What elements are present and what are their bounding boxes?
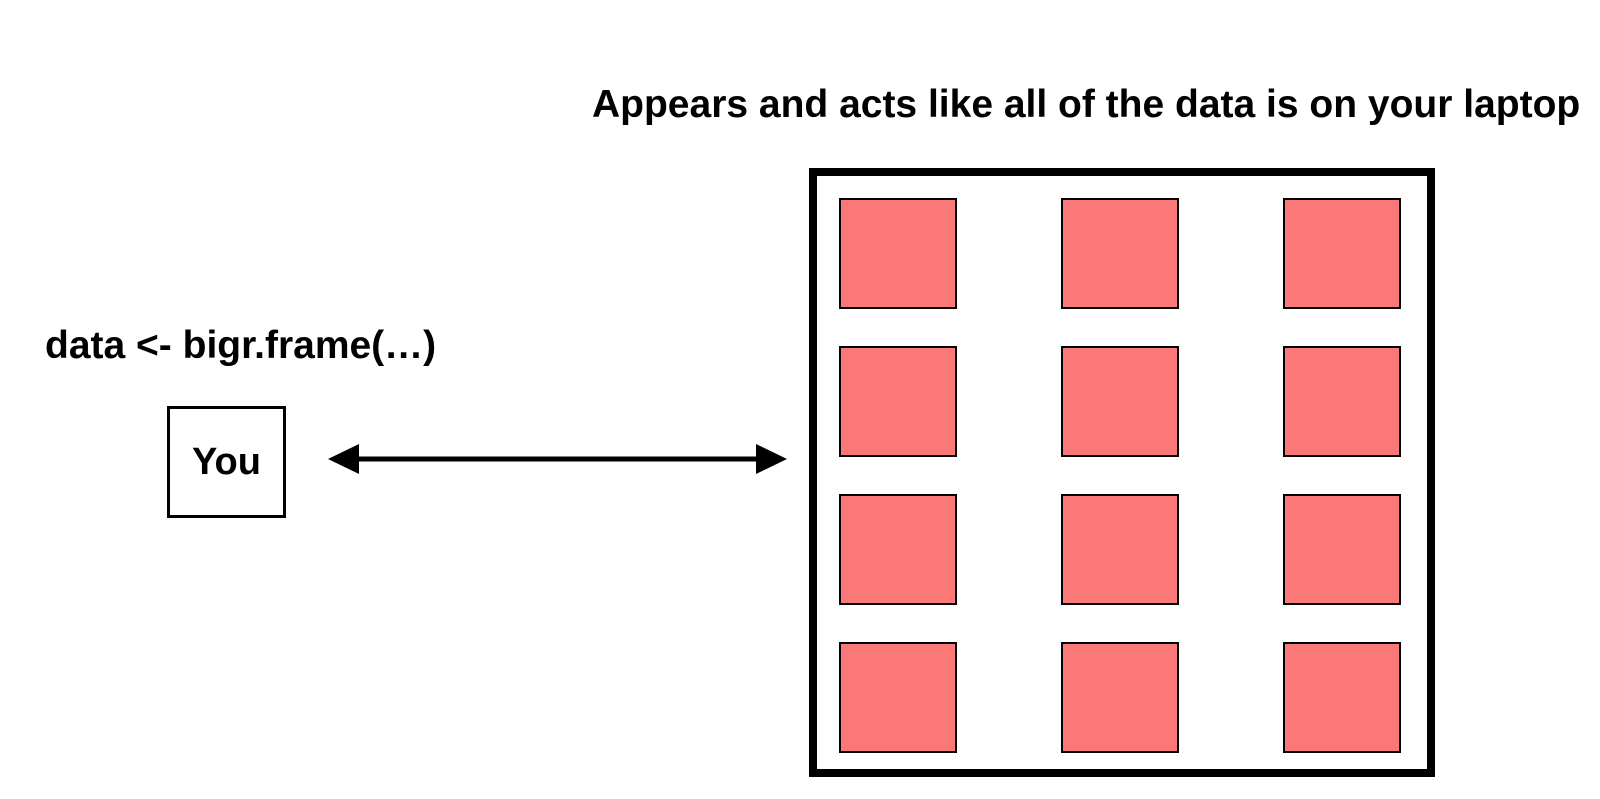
data-block bbox=[839, 198, 957, 309]
data-block bbox=[1061, 494, 1179, 605]
data-block bbox=[839, 346, 957, 457]
data-block bbox=[1283, 642, 1401, 753]
data-block bbox=[1061, 198, 1179, 309]
data-block bbox=[1283, 494, 1401, 605]
data-block bbox=[1283, 198, 1401, 309]
data-block bbox=[1061, 642, 1179, 753]
bidirectional-arrow-icon bbox=[328, 444, 787, 474]
data-block bbox=[839, 642, 957, 753]
you-node-label: You bbox=[192, 440, 261, 483]
remote-data-box bbox=[809, 168, 1435, 777]
slide-title: Appears and acts like all of the data is… bbox=[592, 83, 1581, 126]
data-block bbox=[1283, 346, 1401, 457]
you-node: You bbox=[167, 406, 286, 518]
code-annotation: data <- bigr.frame(…) bbox=[45, 324, 437, 367]
data-block bbox=[1061, 346, 1179, 457]
data-block bbox=[839, 494, 957, 605]
